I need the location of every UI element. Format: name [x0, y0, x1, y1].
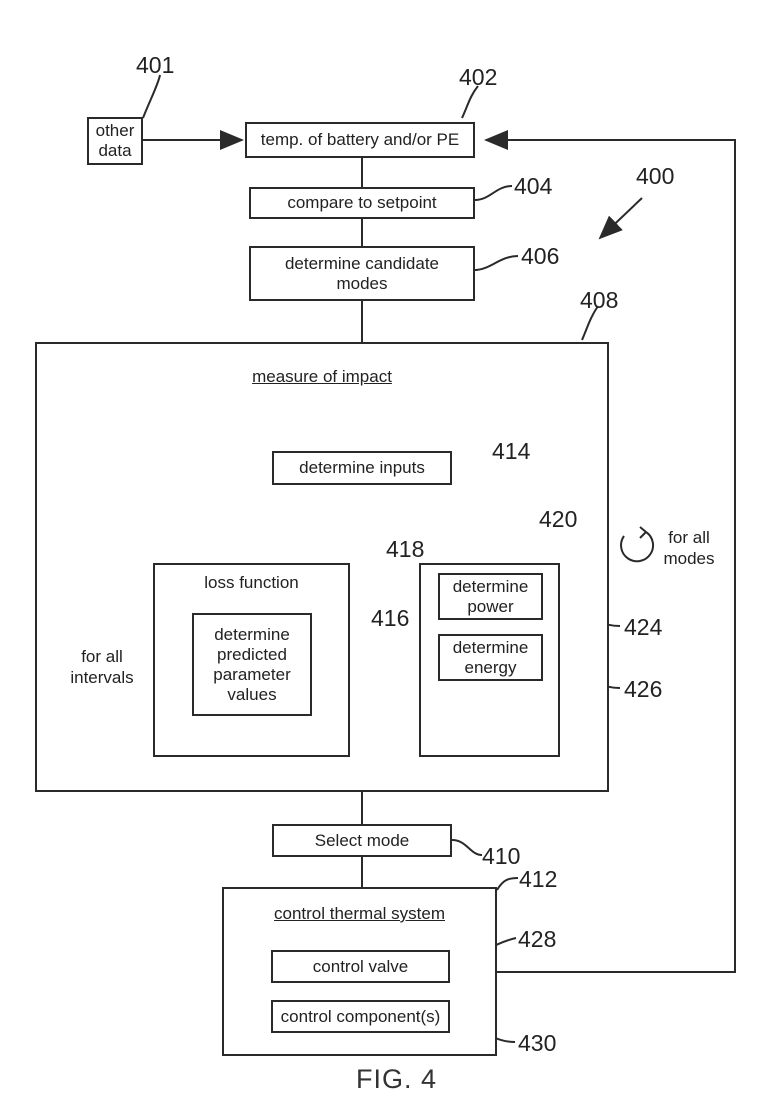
figure-caption: FIG. 4 [356, 1064, 437, 1095]
for-all-modes-label: for all modes [654, 527, 724, 569]
energy-line-2: energy [465, 658, 517, 678]
ref-430: 430 [518, 1030, 556, 1056]
select-mode-label: Select mode [274, 826, 450, 855]
predicted-line-1: determine [214, 625, 290, 645]
for-all-intervals-label: for all intervals [64, 646, 140, 688]
ref-402: 402 [459, 64, 497, 90]
ref-426: 426 [624, 676, 662, 702]
leader-401 [143, 75, 160, 118]
compare-label: compare to setpoint [251, 189, 473, 217]
for-all-modes-line-1: for all [654, 527, 724, 548]
ref-428: 428 [518, 926, 556, 952]
ref-416: 416 [371, 605, 409, 631]
control-thermal-system-title: control thermal system [224, 903, 495, 924]
ref-424: 424 [624, 614, 662, 640]
ref-408: 408 [580, 287, 618, 313]
other-data-line-2: data [98, 141, 131, 161]
ref-401: 401 [136, 52, 174, 78]
candidate-modes-line-1: determine candidate [285, 254, 439, 274]
ref-410: 410 [482, 843, 520, 869]
temperature-label: temp. of battery and/or PE [247, 124, 473, 156]
determine-inputs-box: determine inputs [272, 451, 452, 485]
candidate-modes-box: determine candidate modes [249, 246, 475, 301]
ref-414: 414 [492, 438, 530, 464]
ref-406: 406 [521, 243, 559, 269]
leader-412 [497, 878, 518, 890]
ref-404: 404 [514, 173, 552, 199]
control-component-box: control component(s) [271, 1000, 450, 1033]
compare-box: compare to setpoint [249, 187, 475, 219]
predicted-line-3: parameter [213, 665, 290, 685]
leader-406 [475, 256, 518, 270]
leader-402 [462, 86, 478, 118]
predicted-values-box: determine predicted parameter values [192, 613, 312, 716]
arrow-400 [600, 198, 642, 238]
leader-410 [452, 840, 482, 855]
control-valve-box: control valve [271, 950, 450, 983]
loop-arrow-modes-icon [621, 532, 653, 561]
candidate-modes-line-2: modes [336, 274, 387, 294]
for-all-intervals-line-2: intervals [64, 667, 140, 688]
control-component-label: control component(s) [273, 1002, 448, 1031]
for-all-modes-line-2: modes [654, 548, 724, 569]
ref-418: 418 [386, 536, 424, 562]
determine-energy-box: determine energy [438, 634, 543, 681]
ref-412: 412 [519, 866, 557, 892]
other-data-box: other data [87, 117, 143, 165]
loss-function-title: loss function [155, 572, 348, 593]
ref-420: 420 [539, 506, 577, 532]
power-line-2: power [467, 597, 513, 617]
predicted-line-2: predicted [217, 645, 287, 665]
select-mode-box: Select mode [272, 824, 452, 857]
leader-404 [475, 186, 512, 200]
power-line-1: determine [453, 577, 529, 597]
temperature-box: temp. of battery and/or PE [245, 122, 475, 158]
determine-inputs-label: determine inputs [274, 453, 450, 483]
energy-line-1: determine [453, 638, 529, 658]
other-data-line-1: other [96, 121, 135, 141]
determine-power-box: determine power [438, 573, 543, 620]
control-valve-label: control valve [273, 952, 448, 981]
ref-400: 400 [636, 163, 674, 189]
predicted-line-4: values [227, 685, 276, 705]
measure-of-impact-title: measure of impact [37, 366, 607, 387]
for-all-intervals-line-1: for all [64, 646, 140, 667]
